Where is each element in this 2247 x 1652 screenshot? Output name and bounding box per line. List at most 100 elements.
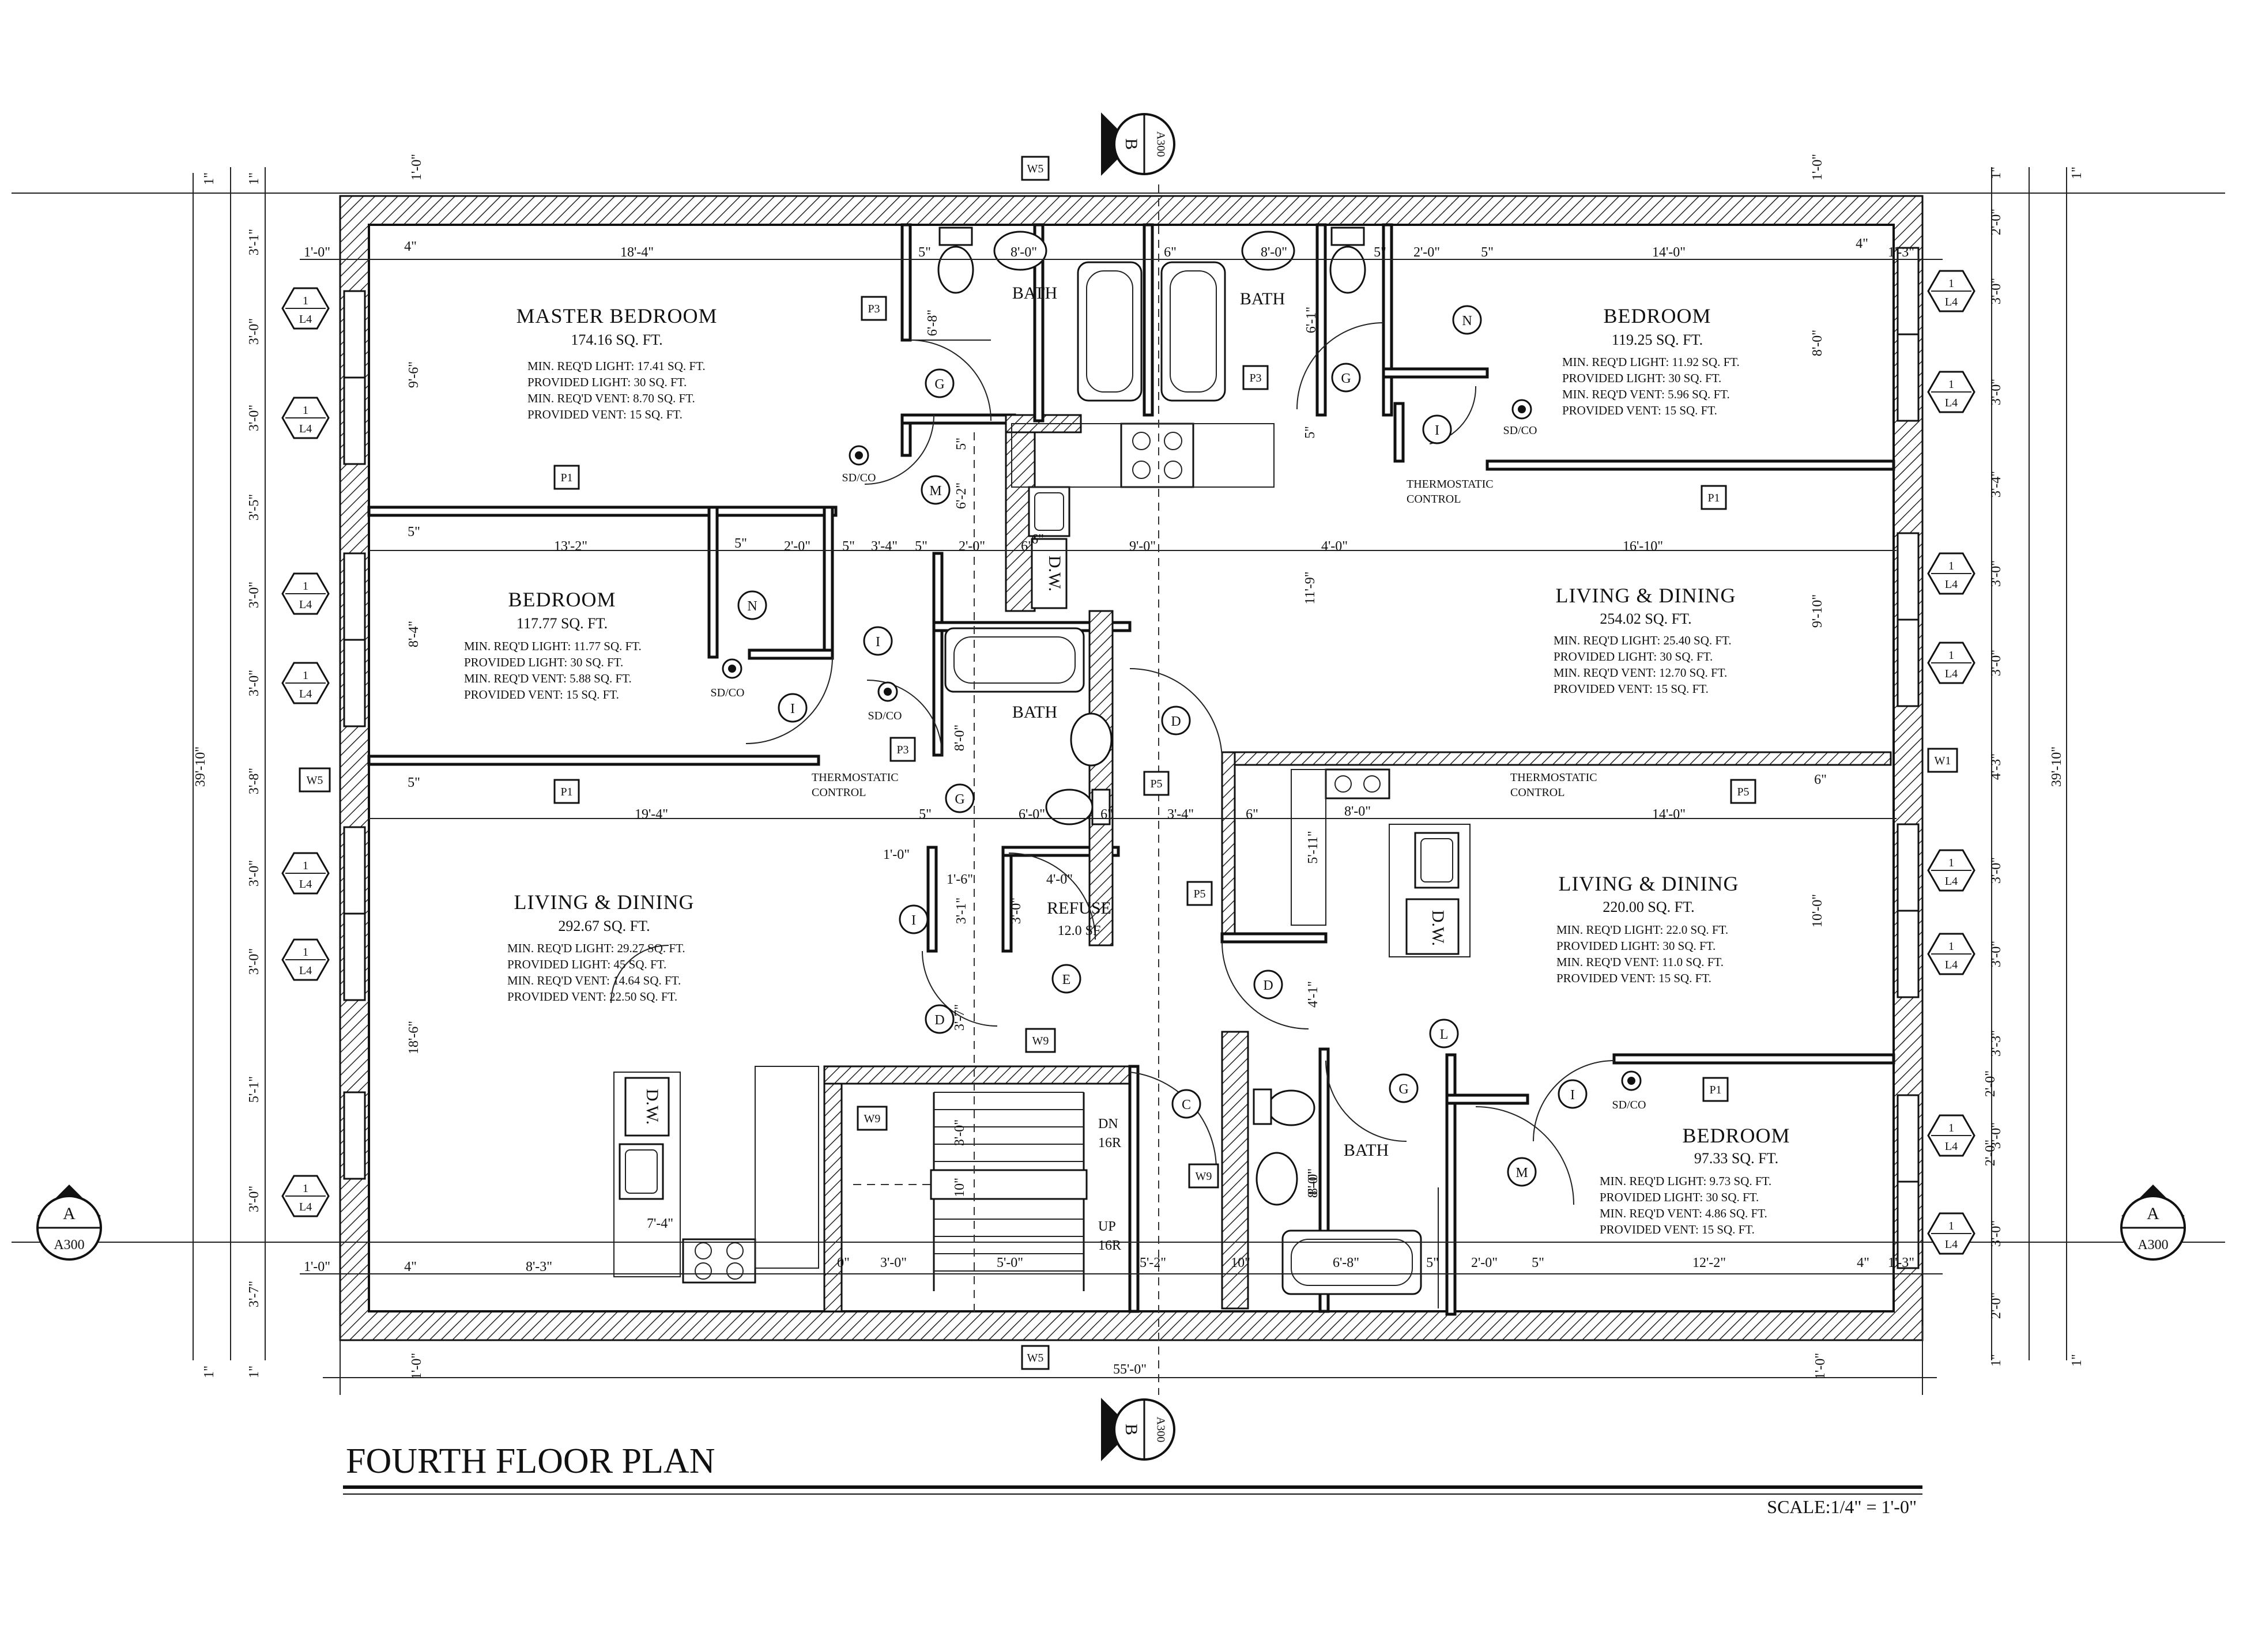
svg-text:5": 5" [918,245,931,260]
svg-text:3'-0": 3'-0" [1009,897,1024,924]
svg-text:5": 5" [954,437,969,450]
window-tag: W5 [1021,156,1050,181]
svg-text:3'-0": 3'-0" [1989,1220,2004,1247]
sdco-label: SD/CO [868,710,902,722]
svg-text:P1: P1 [560,472,572,484]
room-info-line: PROVIDED LIGHT: 30 SQ. FT. [1556,939,1716,953]
svg-text:3'-0": 3'-0" [1989,379,2004,405]
svg-text:3'-1": 3'-1" [954,897,969,924]
title-block: FOURTH FLOOR PLAN SCALE:1/4" = 1'-0" [343,1442,1922,1517]
svg-text:6'-0": 6'-0" [1019,807,1045,822]
window-hex-marker: 1L4 [281,852,330,895]
room-area: 119.25 SQ. FT. [1612,331,1703,348]
room-info-line: MIN. REQ'D LIGHT: 25.40 SQ. FT. [1554,633,1732,647]
svg-text:3'-1": 3'-1" [247,229,262,255]
door-tag: G [1331,363,1361,393]
dim-overall-depth-left: 39'-10" [193,746,208,787]
svg-text:1'-0": 1'-0" [1810,154,1825,180]
interior-walls [367,223,1895,1316]
svg-text:8'-0": 8'-0" [1261,245,1287,260]
svg-text:W5: W5 [307,774,323,787]
dimension-text: 55'-0" 39'-10" 39'-10" 1'-0" 4" 18'-4" 5… [193,154,2084,1379]
svg-text:1: 1 [1948,1220,1954,1232]
svg-text:14'-0": 14'-0" [1652,245,1686,260]
svg-text:1'-3": 1'-3" [1888,1255,1914,1270]
svg-text:1: 1 [303,859,308,872]
svg-text:3'-0": 3'-0" [1989,278,2004,304]
window-hex-marker: 1L4 [281,287,330,330]
door-tags: G G M N N I I I I I G G D D D C E L M [737,305,1588,1187]
svg-text:1'-0": 1'-0" [409,1353,424,1379]
door-tag: G [945,783,975,813]
refuse-area-label: 12.0 SF [1058,923,1101,938]
svg-text:G: G [1398,1082,1408,1097]
door-tag: L [1429,1019,1459,1048]
svg-text:2'-0": 2'-0" [1983,1140,1998,1166]
svg-text:4'-1": 4'-1" [1306,981,1321,1008]
svg-text:L4: L4 [299,423,312,435]
door-tag: I [778,693,808,723]
bath-label: BATH [1344,1141,1389,1160]
room-area: 174.16 SQ. FT. [571,331,662,348]
svg-text:19'-4": 19'-4" [635,807,668,822]
svg-text:0": 0" [837,1255,850,1270]
svg-text:3'-4": 3'-4" [1989,471,2004,497]
svg-text:L4: L4 [299,688,312,700]
svg-text:2'-0": 2'-0" [784,539,810,554]
svg-text:3'-0": 3'-0" [247,860,262,887]
svg-text:5": 5" [734,536,747,551]
svg-text:I: I [876,635,880,650]
room-info-line: MIN. REQ'D LIGHT: 9.73 SQ. FT. [1600,1174,1771,1188]
svg-text:3'-8": 3'-8" [247,768,262,794]
door-tag: N [737,590,767,620]
svg-text:2'-0": 2'-0" [1983,1070,1998,1097]
svg-text:P3: P3 [896,744,908,756]
window-hex-markers: 1L4 1L4 1L4 1L4 1L4 1L4 1L4 1L4 1L4 1L4 … [281,270,1975,1255]
room-info-line: PROVIDED LIGHT: 30 SQ. FT. [464,655,623,669]
svg-text:D: D [1171,714,1181,729]
svg-text:3'-0": 3'-0" [247,670,262,696]
window-tag: P5 [1730,779,1756,804]
section-a-letter-right: A [2147,1204,2159,1223]
svg-text:L4: L4 [1945,959,1958,971]
plan-scale: SCALE:1/4" = 1'-0" [1767,1496,1917,1517]
svg-text:3'-0": 3'-0" [247,1186,262,1212]
svg-text:L4: L4 [1945,1238,1958,1251]
room-info-line: MIN. REQ'D LIGHT: 11.92 SQ. FT. [1562,355,1740,369]
svg-text:3'-7": 3'-7" [247,1281,262,1307]
window-tag: P3 [861,296,887,321]
svg-text:P3: P3 [868,303,880,315]
svg-text:13'-2": 13'-2" [554,539,587,554]
svg-text:1'-6": 1'-6" [947,872,973,887]
dim-overall-width: 55'-0" [1113,1362,1147,1377]
svg-text:1'-0": 1'-0" [304,1259,330,1274]
svg-text:I: I [1570,1088,1575,1103]
door-tag: D [1161,706,1191,736]
svg-text:5": 5" [842,539,855,554]
svg-text:12'-2": 12'-2" [1692,1255,1726,1270]
refuse-label: REFUSE [1047,899,1111,918]
window-hex-marker: 1L4 [1927,933,1975,975]
svg-text:9'-6": 9'-6" [406,361,421,388]
window-hex-marker: 1L4 [1927,642,1975,684]
svg-text:2'-0": 2'-0" [1471,1255,1498,1270]
svg-text:10": 10" [952,1178,967,1197]
svg-text:W5: W5 [1027,1352,1044,1364]
svg-text:L4: L4 [1945,1140,1958,1153]
svg-text:2'-0": 2'-0" [959,539,985,554]
bath-label: BATH [1012,284,1057,303]
door-tag: I [863,626,893,656]
svg-text:4": 4" [404,1259,417,1274]
svg-text:1'-3": 1'-3" [1888,245,1914,260]
svg-text:4'-0": 4'-0" [1046,872,1073,887]
svg-text:5": 5" [1481,245,1494,260]
window-tag: P3 [889,737,916,762]
svg-text:9'-10": 9'-10" [1810,594,1825,628]
svg-text:1'-0": 1'-0" [883,847,910,862]
svg-text:1: 1 [303,580,308,593]
svg-text:1'-0": 1'-0" [304,245,330,260]
room-info-line: MIN. REQ'D VENT: 4.86 SQ. FT. [1600,1206,1767,1220]
control-label: CONTROL [812,786,866,799]
svg-text:10": 10" [1231,1255,1250,1270]
stair-up-risers: 16R [1098,1238,1121,1253]
